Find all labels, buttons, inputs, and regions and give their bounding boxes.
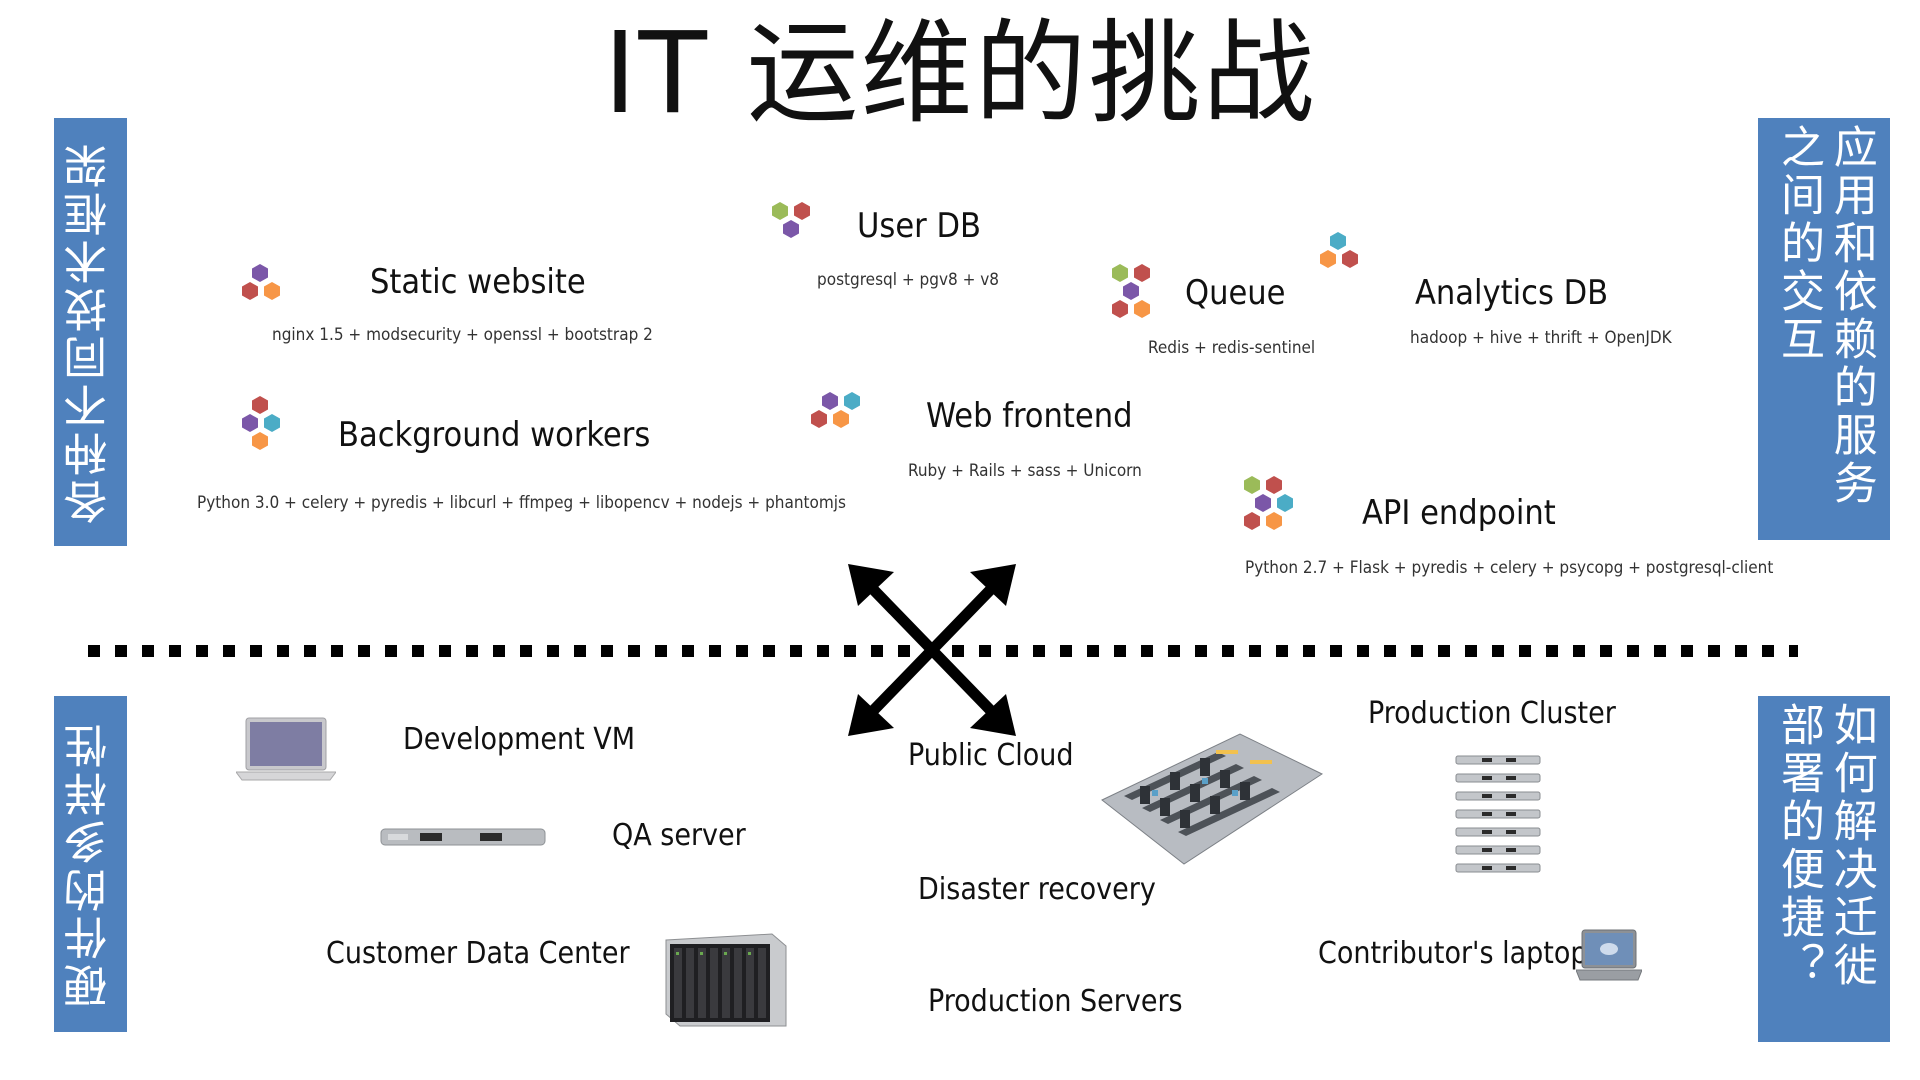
service-name-api-endpoint: API endpoint [1362,493,1556,533]
hexagon-cluster-icon [772,202,810,238]
crossed-double-arrows-icon [848,564,1016,736]
hexagon-cluster-icon [1112,264,1150,318]
rack-server-icon [380,828,546,846]
service-name-background-workers: Background workers [338,415,651,455]
hardware-label-contributors-laptop: Contributor's laptop [1318,936,1588,971]
hardware-label-disaster-recovery: Disaster recovery [918,872,1156,907]
hexagon-cluster-icon [1320,232,1358,268]
service-stack-static-website: nginx 1.5 + modsecurity + openssl + boot… [272,325,653,345]
datacenter-icon [1101,733,1324,865]
service-stack-web-frontend: Ruby + Rails + sass + Unicorn [908,461,1142,481]
laptop-icon [1576,929,1642,981]
side-label-top-left: 各种不同技术框架 [54,118,127,546]
service-name-static-website: Static website [370,262,586,302]
hexagon-cluster-icon [811,392,860,428]
service-stack-background-workers: Python 3.0 + celery + pyredis + libcurl … [197,493,847,513]
hardware-label-customer-data-center: Customer Data Center [326,936,630,971]
service-name-web-frontend: Web frontend [926,396,1133,436]
service-stack-analytics-db: hadoop + hive + thrift + OpenJDK [1410,328,1672,348]
side-label-bottom-left: 硬件的多样性 [54,696,127,1032]
service-stack-queue: Redis + redis-sentinel [1148,338,1316,358]
service-name-analytics-db: Analytics DB [1415,273,1609,313]
laptop-icon [236,717,336,781]
service-name-user-db: User DB [857,206,981,246]
page-title: IT 运维的挑战 [603,9,1317,139]
blade-server-icon [665,933,787,1027]
hardware-label-public-cloud: Public Cloud [908,738,1074,773]
hardware-label-development-vm: Development VM [403,722,636,757]
hexagon-cluster-icon [242,396,280,450]
hardware-label-production-servers: Production Servers [928,984,1183,1019]
service-stack-user-db: postgresql + pgv8 + v8 [817,270,1000,290]
hexagon-cluster-icon [1244,476,1293,530]
server-stack-icon [1455,755,1541,873]
service-name-queue: Queue [1185,273,1286,313]
side-label-bottom-right: 如何解决迁徙部署的便捷？ [1758,696,1890,1042]
side-label-top-right: 应用和依赖的服务之间的交互 [1758,118,1890,540]
service-stack-api-endpoint: Python 2.7 + Flask + pyredis + celery + … [1245,558,1774,578]
hardware-label-qa-server: QA server [612,818,746,853]
hardware-label-production-cluster: Production Cluster [1368,696,1616,731]
hexagon-cluster-icon [242,264,280,300]
